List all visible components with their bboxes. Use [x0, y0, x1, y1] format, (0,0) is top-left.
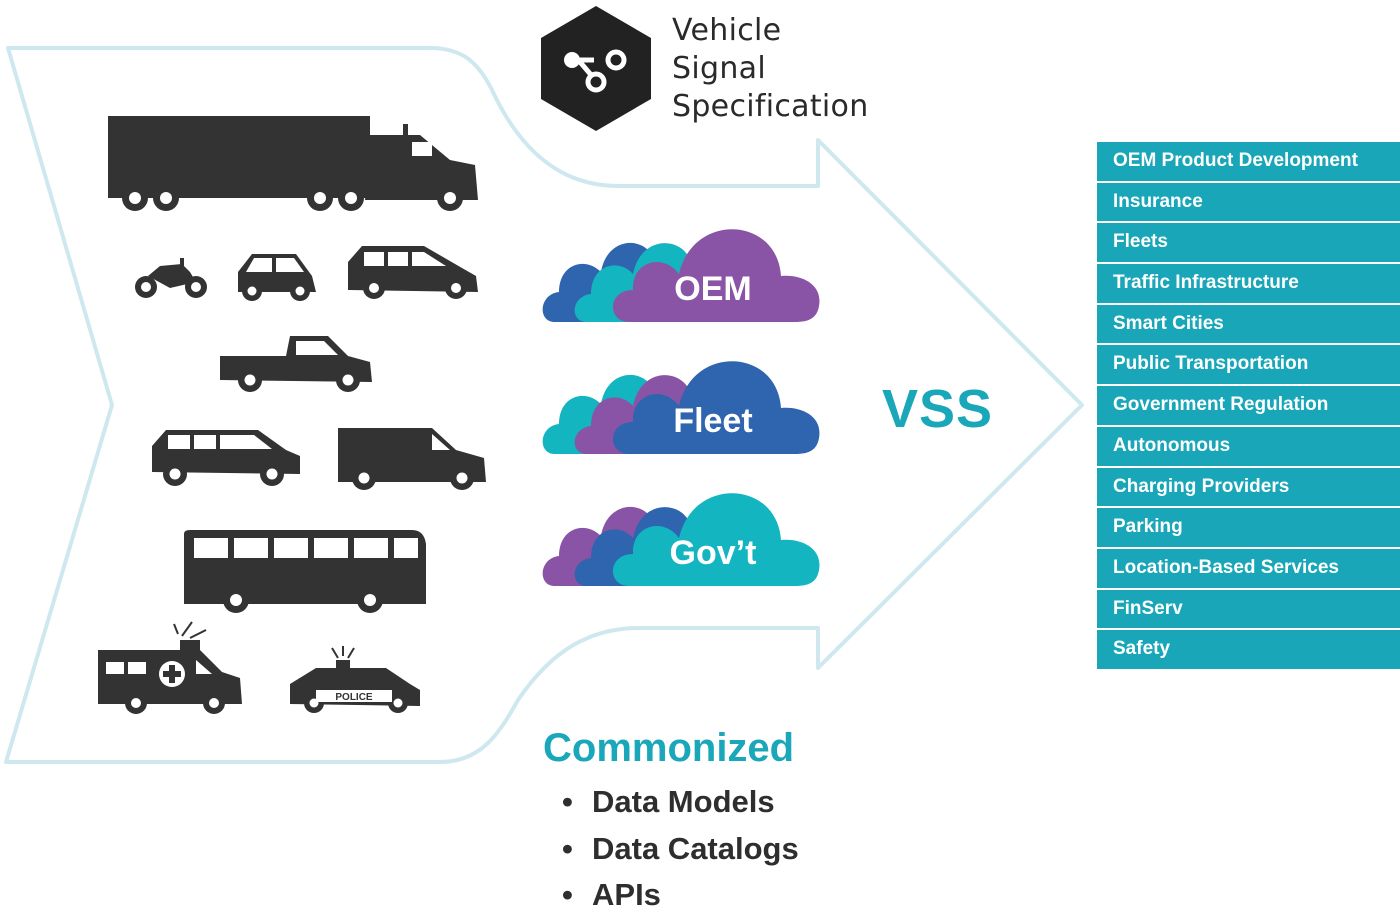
suv-icon — [152, 430, 300, 486]
logo-title-line: Signal — [672, 51, 766, 86]
vss-label: VSS — [882, 379, 994, 439]
use-case-list: OEM Product Development Insurance Fleets… — [1097, 142, 1400, 671]
commonized-item: • APIs — [562, 875, 799, 922]
logo-title-line: Vehicle — [672, 13, 782, 48]
use-case-item: FinServ — [1097, 589, 1400, 629]
logo-title-line: Specification — [672, 89, 869, 124]
use-case-item: OEM Product Development — [1097, 142, 1400, 181]
use-case-item: Parking — [1097, 508, 1400, 547]
commonized-item-label: APIs — [592, 877, 661, 912]
use-case-item: Charging Providers — [1097, 467, 1400, 507]
use-case-item: Fleets — [1097, 223, 1400, 263]
commonized-list: • Data Models • Data Catalogs • APIs — [562, 782, 799, 922]
bullet: • — [562, 830, 573, 866]
cloud-oem: OEM — [542, 229, 820, 322]
cloud-govt: Gov’t — [542, 493, 820, 586]
cloud-label: Gov’t — [670, 534, 757, 572]
use-case-item: Government Regulation — [1097, 386, 1400, 425]
commonized-item: • Data Models — [562, 782, 799, 829]
cloud-label: OEM — [674, 270, 751, 308]
flow-arrow-outline — [4, 46, 1084, 764]
cargo-van-icon — [338, 428, 486, 490]
minivan-icon — [348, 246, 478, 299]
commonized-item-label: Data Catalogs — [592, 830, 799, 866]
pickup-truck-icon — [220, 336, 372, 392]
use-case-item: Traffic Infrastructure — [1097, 264, 1400, 303]
use-case-item: Safety — [1097, 630, 1400, 669]
cloud-label: Fleet — [673, 402, 752, 440]
cloud-fleet: Fleet — [542, 361, 820, 454]
commonized-title: Commonized — [543, 726, 795, 770]
commonized-item: • Data Catalogs — [562, 829, 799, 876]
compact-car-icon — [238, 254, 316, 301]
police-label: POLICE — [335, 692, 373, 703]
use-case-item: Location-Based Services — [1097, 548, 1400, 588]
motorcycle-icon — [135, 258, 207, 298]
use-case-item: Public Transportation — [1097, 345, 1400, 385]
use-case-item: Smart Cities — [1097, 304, 1400, 344]
vss-logo-icon — [541, 6, 651, 131]
police-car-icon: POLICE — [290, 646, 420, 713]
commonized-item-label: Data Models — [592, 784, 775, 819]
semi-truck-icon — [108, 116, 478, 211]
use-case-item: Autonomous — [1097, 426, 1400, 466]
use-case-item: Insurance — [1097, 182, 1400, 222]
logo-title: Vehicle Signal Specification — [672, 12, 869, 126]
bullet: • — [562, 784, 573, 819]
bullet: • — [562, 877, 573, 912]
ambulance-icon — [98, 621, 242, 714]
bus-icon — [184, 530, 426, 613]
